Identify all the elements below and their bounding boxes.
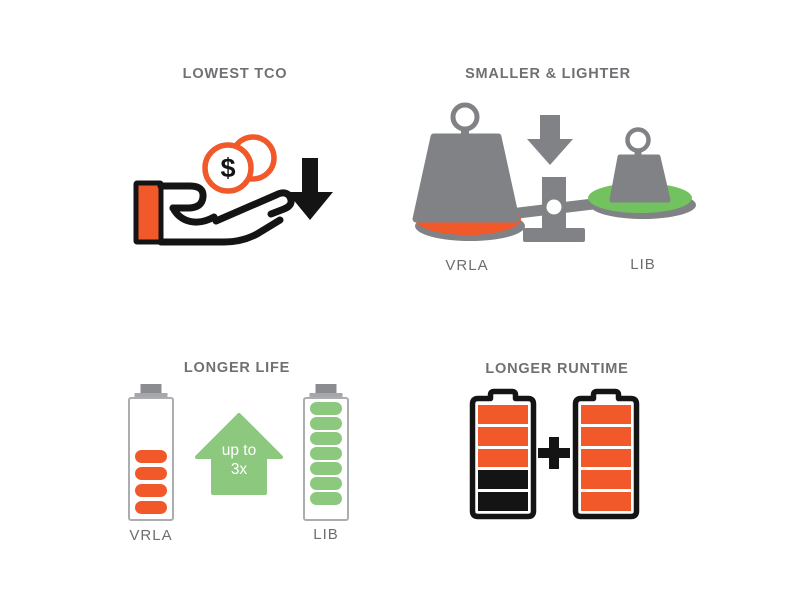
heavy-weight-icon xyxy=(412,102,520,223)
battery-charge-bar xyxy=(310,492,342,505)
battery-charge-bar xyxy=(310,432,342,445)
battery-charge-bars xyxy=(478,405,528,511)
arrow-annotation-line2: 3x xyxy=(230,461,248,478)
battery-charge-bars xyxy=(310,402,342,514)
lib-battery-icon xyxy=(303,384,349,521)
runtime-battery-2-icon xyxy=(572,388,640,520)
battery-charge-bar xyxy=(135,484,167,497)
scale-label-lib: LIB xyxy=(630,256,656,273)
battery-label-lib: LIB xyxy=(313,526,339,543)
arrow-annotation: up to 3x xyxy=(195,441,283,479)
scale-fulcrum xyxy=(523,177,585,242)
battery-charge-bars xyxy=(581,405,631,511)
hand-cuff xyxy=(133,180,164,245)
balance-scale-icon xyxy=(412,102,696,242)
panel-title-lowest-tco: LOWEST TCO xyxy=(182,66,288,82)
panel-title-longer-runtime: LONGER RUNTIME xyxy=(485,361,629,377)
battery-charge-bar xyxy=(310,477,342,490)
arrow-up-icon xyxy=(195,413,283,495)
battery-charge-bar xyxy=(135,501,167,514)
battery-cap-base xyxy=(134,393,168,399)
battery-body xyxy=(303,397,349,521)
dollar-coin-icon xyxy=(202,142,254,194)
battery-charge-bar xyxy=(478,448,528,468)
arrow-down-icon xyxy=(287,158,333,220)
battery-label-vrla: VRLA xyxy=(129,527,173,544)
battery-charge-bar xyxy=(135,450,167,463)
plus-icon xyxy=(538,437,570,469)
battery-cap-base xyxy=(309,393,343,399)
vrla-battery-icon xyxy=(128,384,174,521)
hand-outline xyxy=(157,182,295,246)
arrow-annotation-line1: up to xyxy=(221,442,257,459)
battery-body xyxy=(128,397,174,521)
battery-charge-bar xyxy=(310,417,342,430)
dollar-sign: $ xyxy=(220,153,235,183)
battery-charge-bar xyxy=(310,462,342,475)
battery-charge-bar xyxy=(310,402,342,415)
battery-charge-bar xyxy=(478,470,528,490)
scale-label-vrla: VRLA xyxy=(445,257,489,274)
battery-charge-bar xyxy=(581,492,631,511)
battery-charge-bar xyxy=(310,447,342,460)
battery-charge-bar xyxy=(581,405,631,424)
battery-charge-bar xyxy=(478,492,528,511)
battery-charge-bar xyxy=(478,426,528,446)
battery-charge-bar xyxy=(581,448,631,468)
battery-charge-bar xyxy=(581,470,631,490)
panel-title-smaller-lighter: SMALLER & LIGHTER xyxy=(465,66,631,82)
battery-charge-bar xyxy=(478,405,528,424)
battery-charge-bar xyxy=(581,426,631,446)
light-weight-icon xyxy=(609,127,671,203)
battery-charge-bar xyxy=(135,467,167,480)
battery-charge-bars xyxy=(135,402,167,514)
runtime-battery-1-icon xyxy=(469,388,537,520)
arrow-down-icon xyxy=(527,115,573,165)
hand-receiving-coins-icon: $ xyxy=(133,134,333,246)
panel-title-longer-life: LONGER LIFE xyxy=(183,360,291,376)
